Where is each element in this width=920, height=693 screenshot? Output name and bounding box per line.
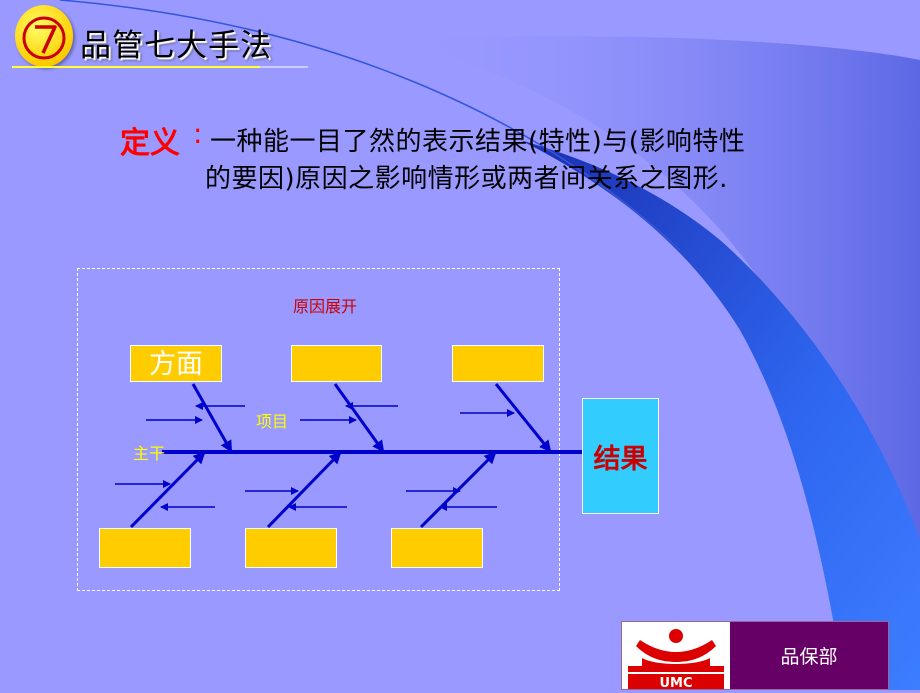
- aspect-box: [99, 528, 191, 568]
- spine-label: 主干: [133, 444, 166, 463]
- header-badge-icon: [15, 5, 73, 67]
- logo-text: UMC: [659, 676, 692, 689]
- aspect-box: [452, 345, 544, 382]
- bone-bottom-2: [266, 451, 342, 529]
- bone-bottom-1: [129, 451, 206, 529]
- bone-top-3: [494, 383, 552, 453]
- aspect-box: 方面: [130, 345, 222, 382]
- bone-top-1: [191, 383, 233, 453]
- aspect-box: [245, 528, 337, 568]
- definition-text-line-2: 的要因)原因之影响情形或两者间关系之图形.: [205, 164, 728, 194]
- page-title: 品管七大手法: [80, 28, 272, 64]
- result-box: 结果: [582, 398, 659, 514]
- footer-logo-block: UMC 品保部: [621, 621, 889, 691]
- fishbone-diagram-frame: [77, 268, 560, 591]
- umc-logo: UMC: [622, 622, 730, 691]
- bone-bottom-3: [419, 451, 497, 529]
- definition-label: 定义: [120, 126, 180, 161]
- definition-text-line-1: 一种能一目了然的表示结果(特性)与(影响特性: [210, 127, 746, 157]
- cause-expand-label: 原因展开: [293, 297, 358, 316]
- aspect-box: [291, 345, 382, 382]
- bone-top-2: [333, 383, 385, 453]
- definition-colon: :: [193, 117, 203, 150]
- seven-circle-icon: [22, 16, 66, 60]
- aspect-box: [391, 528, 483, 568]
- umc-logo-icon: UMC: [628, 629, 724, 691]
- department-label: 品保部: [730, 622, 888, 689]
- item-label: 项目: [256, 412, 289, 431]
- header-underline: [12, 66, 308, 68]
